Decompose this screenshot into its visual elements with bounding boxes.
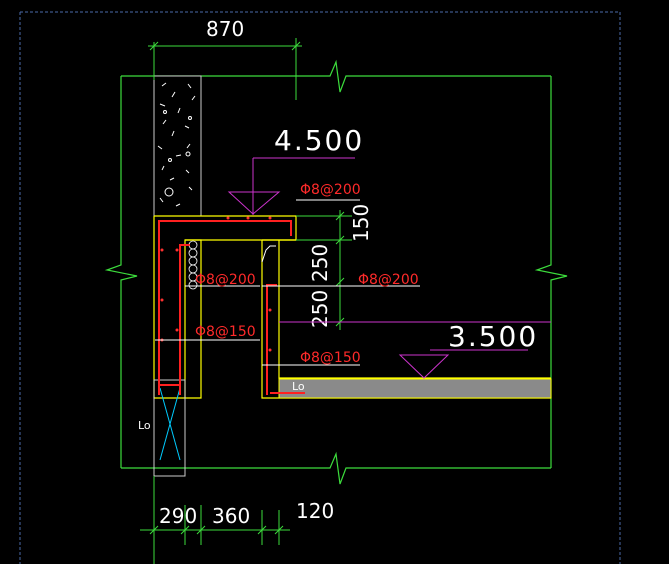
rebar-lines xyxy=(158,220,305,395)
rebar-label-right-low: Φ8@150 xyxy=(300,350,361,366)
rebar-label-left-low: Φ8@150 xyxy=(195,324,256,340)
dim-bottom-290: 290 xyxy=(159,504,197,528)
masonry-wall xyxy=(153,75,202,217)
lower-column xyxy=(153,379,186,477)
lap-label-right: Lo xyxy=(292,380,305,393)
elevation-upper: 4.500 xyxy=(274,124,364,157)
elevation-marker-lower xyxy=(279,321,551,379)
dim-vert-150: 150 xyxy=(349,204,373,242)
dim-top xyxy=(148,38,302,100)
leader-lines xyxy=(155,199,420,366)
dim-bottom-360: 360 xyxy=(212,504,250,528)
dim-bottom xyxy=(140,476,290,564)
concrete-section xyxy=(153,215,551,399)
rebar-label-left-mid: Φ8@200 xyxy=(195,272,256,288)
dim-vert-250-upper: 250 xyxy=(308,244,332,282)
lap-label-left: Lo xyxy=(138,419,151,432)
viewport-border xyxy=(19,11,621,564)
rebar-label-right-mid: Φ8@200 xyxy=(358,272,419,288)
rebar-label-top: Φ8@200 xyxy=(300,182,361,198)
dim-top-value: 870 xyxy=(206,17,244,41)
dim-vertical xyxy=(296,210,352,330)
elevation-marker-upper xyxy=(227,157,355,215)
elevation-lower: 3.500 xyxy=(448,320,538,353)
break-line-frame xyxy=(104,59,568,485)
floor-slab xyxy=(278,378,552,399)
dim-bottom-120: 120 xyxy=(296,499,334,523)
riser-break xyxy=(261,245,276,263)
